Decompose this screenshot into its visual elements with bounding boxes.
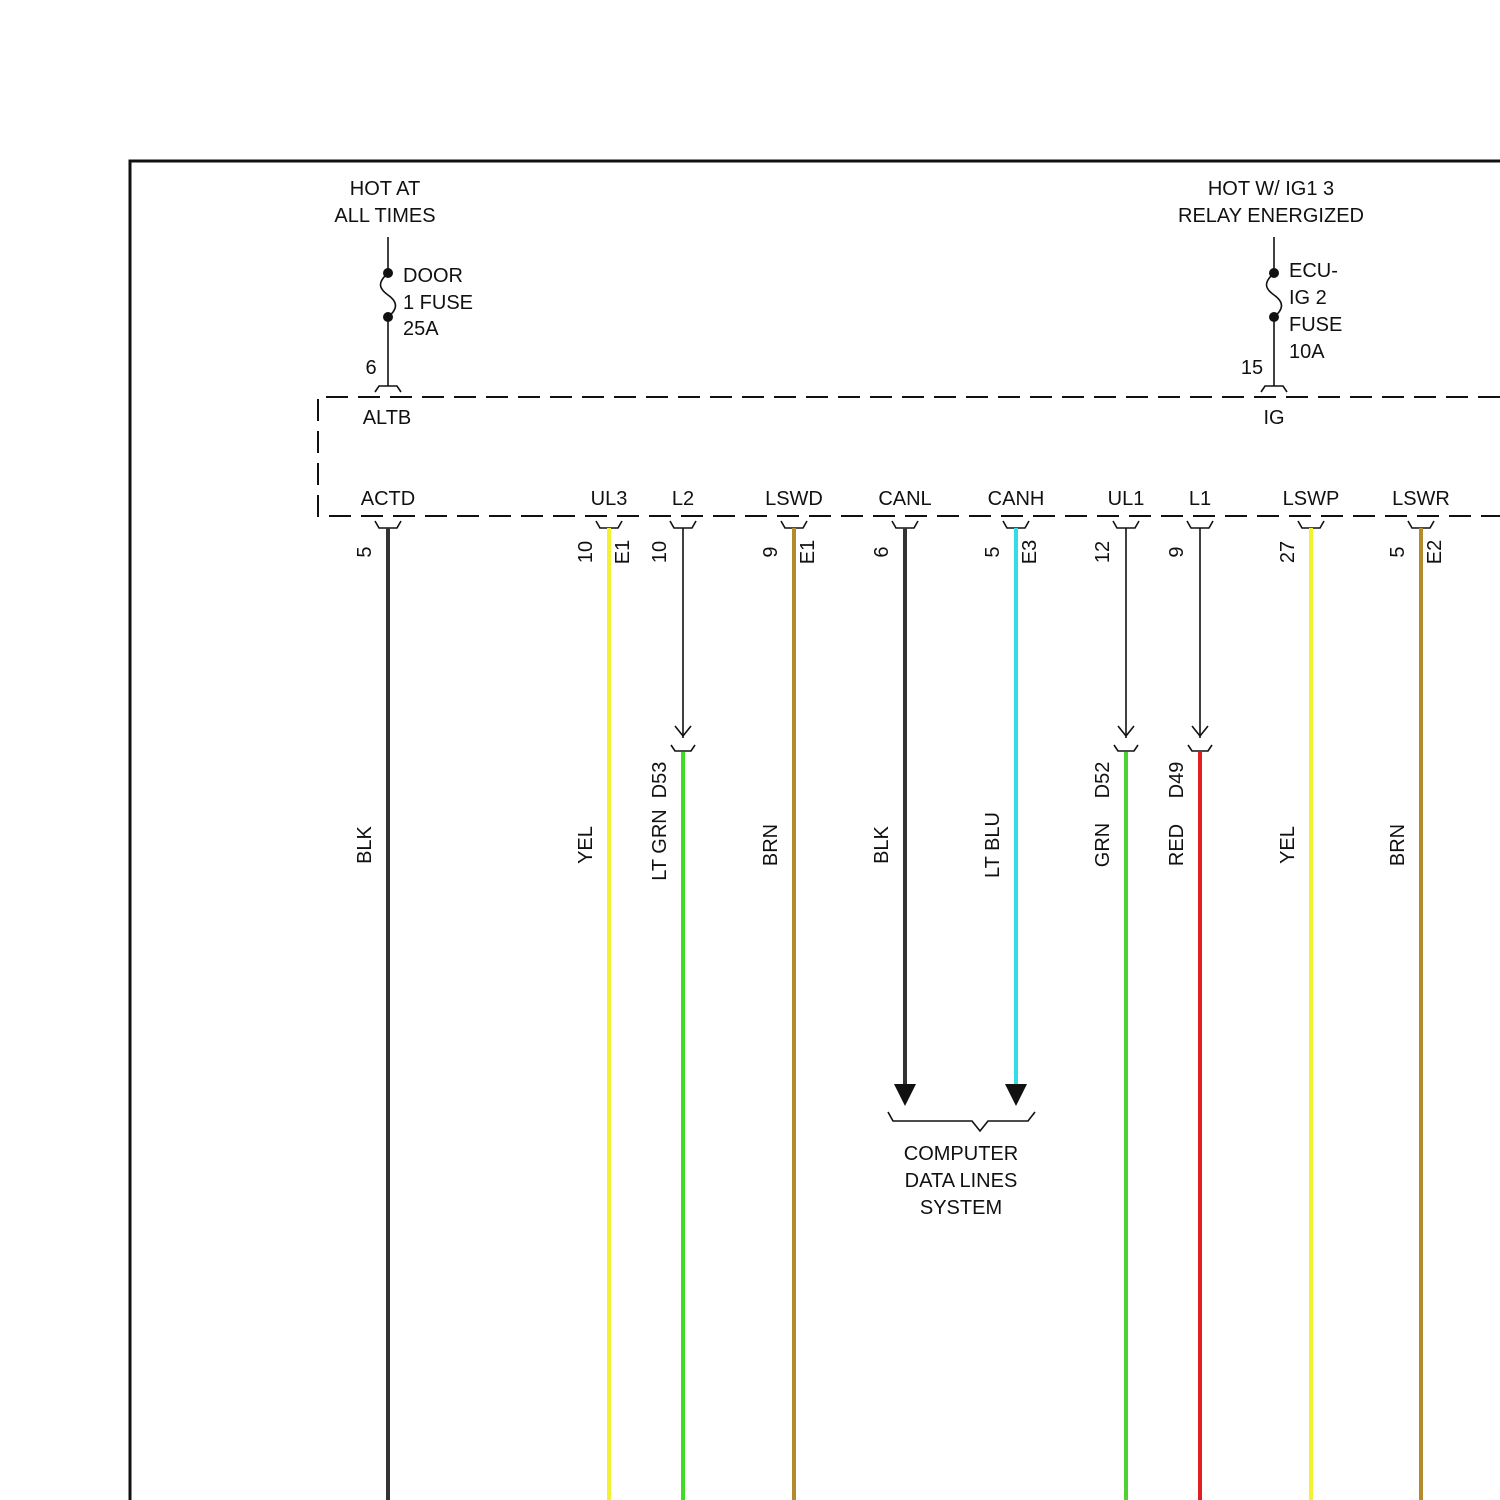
terminal-label: UL1 [1108, 488, 1145, 510]
pin-number: 12 [1092, 541, 1114, 563]
fuse-label-line4: 10A [1289, 341, 1325, 363]
fuse-label-line1: ECU- [1289, 260, 1338, 282]
power-source-label-line1: HOT AT [350, 178, 420, 200]
wire-color-label: YEL [575, 826, 597, 864]
splice-connector [671, 745, 695, 751]
power-source-label-line2: ALL TIMES [334, 205, 435, 227]
connector-symbol [1261, 386, 1287, 392]
pin-number: 15 [1241, 357, 1263, 379]
fuse-label-line3: 25A [403, 318, 439, 340]
connector-id: E3 [1019, 540, 1041, 564]
fuse-label-line2: 1 FUSE [403, 292, 473, 314]
connector-symbol [1187, 521, 1213, 528]
connector-id: E1 [797, 540, 819, 564]
fuse-label-line2: IG 2 [1289, 287, 1327, 309]
connector-symbol [670, 521, 696, 528]
data-lines-label-line2: DATA LINES [905, 1170, 1018, 1192]
pin-number: 5 [1387, 546, 1409, 557]
connector-id: E1 [612, 540, 634, 564]
terminal-label: L1 [1189, 488, 1211, 510]
pin-number: 10 [649, 541, 671, 563]
arrow-head [1005, 1084, 1027, 1106]
fuse-symbol [1267, 273, 1282, 317]
circuit-canh: CANH 5 E3 LT BLU [982, 488, 1044, 1106]
wire-color-label: RED [1166, 824, 1188, 866]
terminal-label: ACTD [361, 488, 415, 510]
terminal-label: ALTB [363, 407, 412, 429]
pin-number: 9 [760, 546, 782, 557]
pin-number: 6 [365, 357, 376, 379]
terminal-label: LSWD [765, 488, 823, 510]
connector-symbol [375, 521, 401, 528]
bracket [888, 1112, 1035, 1131]
wire-color-label: BLK [354, 825, 376, 863]
connector-symbol [781, 521, 807, 528]
terminal-label: LSWR [1392, 488, 1450, 510]
splice-id: D52 [1092, 762, 1114, 799]
splice-connector [1114, 745, 1138, 751]
wire-color-label: LT GRN [649, 809, 671, 881]
connector-symbol [596, 521, 622, 528]
wire-color-label: YEL [1277, 826, 1299, 864]
terminal-label: IG [1263, 407, 1284, 429]
pin-number: 5 [354, 546, 376, 557]
pin-number: 6 [871, 546, 893, 557]
wire-color-label: BRN [760, 824, 782, 866]
terminal-label: CANL [878, 488, 931, 510]
wire-color-label: GRN [1092, 823, 1114, 867]
pin-number: 10 [575, 541, 597, 563]
fuse-label-line1: DOOR [403, 265, 463, 287]
wire-color-label: BRN [1387, 824, 1409, 866]
data-lines-label-line1: COMPUTER [904, 1143, 1018, 1165]
terminal-label: UL3 [591, 488, 628, 510]
fuse-symbol [381, 273, 396, 317]
connector-id: E2 [1424, 540, 1446, 564]
splice-id: D53 [649, 762, 671, 799]
connector-symbol [1298, 521, 1324, 528]
terminal-label: CANH [988, 488, 1045, 510]
connector-symbol [375, 386, 401, 392]
data-lines-label-line3: SYSTEM [920, 1197, 1002, 1219]
connector-symbol [892, 521, 918, 528]
power-source-hot-w-ig1: HOT W/ IG1 3 RELAY ENERGIZED ECU- IG 2 F… [1178, 178, 1364, 429]
fuse-label-line3: FUSE [1289, 314, 1342, 336]
terminal-label: LSWP [1283, 488, 1340, 510]
connector-symbol [1003, 521, 1029, 528]
wire-color-label: LT BLU [982, 812, 1004, 878]
wire-color-label: BLK [871, 825, 893, 863]
computer-data-lines-system: COMPUTER DATA LINES SYSTEM [888, 1112, 1035, 1219]
power-source-label-line1: HOT W/ IG1 3 [1208, 178, 1334, 200]
connector-symbol [1113, 521, 1139, 528]
power-source-hot-at-all-times: HOT AT ALL TIMES DOOR 1 FUSE 25A 6 ALTB [334, 178, 473, 429]
connector-symbol [1408, 521, 1434, 528]
pin-number: 9 [1166, 546, 1188, 557]
pin-number: 27 [1277, 541, 1299, 563]
arrow-head [894, 1084, 916, 1106]
splice-id: D49 [1166, 762, 1188, 799]
power-source-label-line2: RELAY ENERGIZED [1178, 205, 1364, 227]
pin-number: 5 [982, 546, 1004, 557]
terminal-label: L2 [672, 488, 694, 510]
splice-connector [1188, 745, 1212, 751]
